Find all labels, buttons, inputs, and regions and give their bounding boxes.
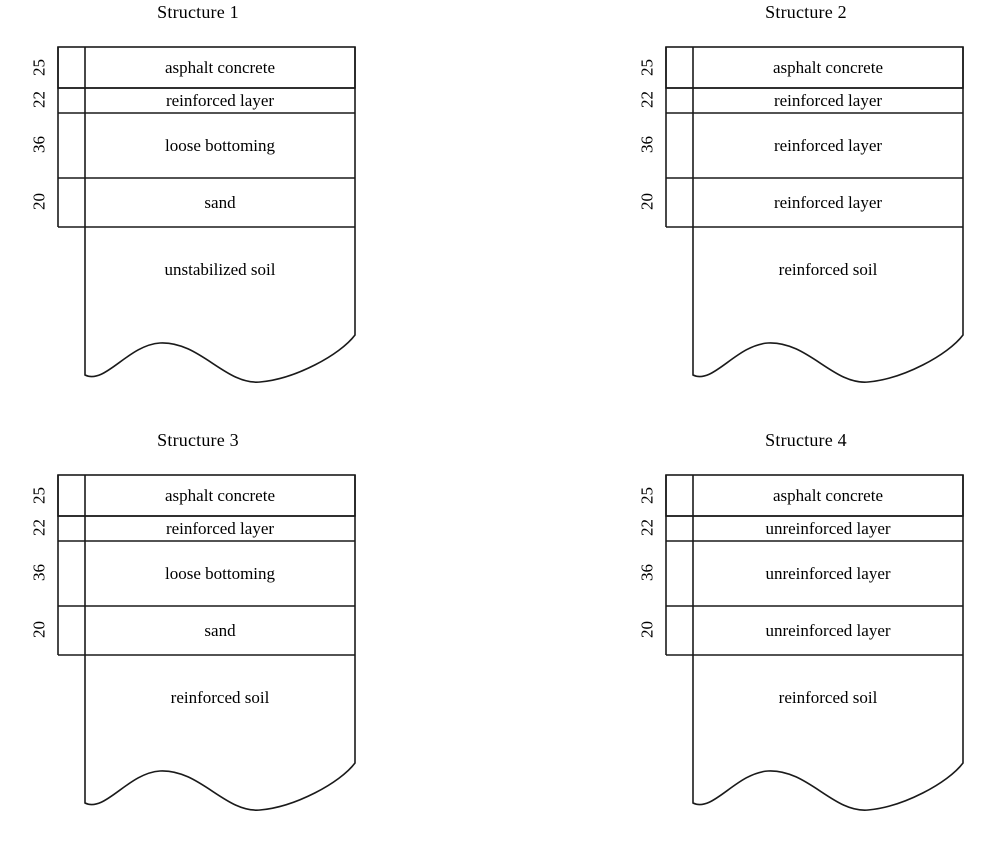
subgrade-label-panel4: reinforced soil bbox=[778, 688, 878, 707]
panel-title-1: Structure 1 bbox=[157, 2, 239, 22]
layer-label-4-panel4: unreinforced layer bbox=[765, 621, 891, 640]
layer-label-1-panel2: asphalt concrete bbox=[773, 58, 883, 77]
dimension-label-36-panel4: 36 bbox=[637, 564, 657, 581]
dimension-label-36-panel2: 36 bbox=[637, 136, 657, 153]
structure-panel-3: Structure 3 25 22 36 20 asphalt conc bbox=[10, 428, 440, 828]
subgrade-label-panel3: reinforced soil bbox=[170, 688, 270, 707]
structure-drawing-2 bbox=[618, 0, 1000, 400]
layer-label-2-panel4: unreinforced layer bbox=[765, 519, 891, 538]
panel-title-4: Structure 4 bbox=[765, 430, 847, 450]
panel-title-2: Structure 2 bbox=[765, 2, 847, 22]
dimension-label-22-panel4: 22 bbox=[637, 519, 657, 536]
layer-label-3-panel2: reinforced layer bbox=[773, 136, 883, 155]
dimension-label-25-panel2: 25 bbox=[637, 59, 657, 76]
structure-drawing-4 bbox=[618, 428, 1000, 828]
layer-label-3-panel4: unreinforced layer bbox=[765, 564, 891, 583]
dimension-label-36-panel3: 36 bbox=[29, 564, 49, 581]
dimension-label-20-panel1: 20 bbox=[29, 193, 49, 210]
dimension-label-22-panel2: 22 bbox=[637, 91, 657, 108]
dimension-label-22-panel3: 22 bbox=[29, 519, 49, 536]
structure-svg-2 bbox=[665, 46, 964, 383]
layer-label-1-panel4: asphalt concrete bbox=[773, 486, 883, 505]
dimension-label-25-panel3: 25 bbox=[29, 487, 49, 504]
structure-panel-1: Structure 1 25 bbox=[10, 0, 440, 400]
structure-svg-3 bbox=[57, 474, 356, 811]
dimension-label-36-panel1: 36 bbox=[29, 136, 49, 153]
dimension-label-20-panel4: 20 bbox=[637, 621, 657, 638]
structure-drawing-3 bbox=[10, 428, 440, 828]
subgrade-label-panel1: unstabilized soil bbox=[164, 260, 276, 279]
structure-svg-4 bbox=[665, 474, 964, 811]
layer-label-3-panel3: loose bottoming bbox=[164, 564, 276, 583]
structure-panel-2: Structure 2 25 22 36 20 asphalt conc bbox=[618, 0, 1000, 400]
layer-label-1-panel3: asphalt concrete bbox=[165, 486, 275, 505]
structure-panel-4: Structure 4 25 22 36 20 asphalt conc bbox=[618, 428, 1000, 828]
structure-drawing-1 bbox=[10, 0, 440, 400]
dimension-label-22-panel1: 22 bbox=[29, 91, 49, 108]
layer-label-1-panel1: asphalt concrete bbox=[165, 58, 275, 77]
layer-label-2-panel1: reinforced layer bbox=[165, 91, 275, 110]
layer-label-4-panel2: reinforced layer bbox=[773, 193, 883, 212]
layer-label-2-panel3: reinforced layer bbox=[165, 519, 275, 538]
dimension-label-25-panel1: 25 bbox=[29, 59, 49, 76]
dimension-label-20-panel3: 20 bbox=[29, 621, 49, 638]
panel-title-3: Structure 3 bbox=[157, 430, 239, 450]
dimension-label-25-panel4: 25 bbox=[637, 487, 657, 504]
layer-label-4-panel3: sand bbox=[204, 621, 236, 640]
structure-svg-1 bbox=[57, 46, 356, 383]
dimension-label-20-panel2: 20 bbox=[637, 193, 657, 210]
subgrade-label-panel2: reinforced soil bbox=[778, 260, 878, 279]
layer-label-4-panel1: sand bbox=[204, 193, 236, 212]
layer-label-2-panel2: reinforced layer bbox=[773, 91, 883, 110]
layer-label-3-panel1: loose bottoming bbox=[164, 136, 276, 155]
